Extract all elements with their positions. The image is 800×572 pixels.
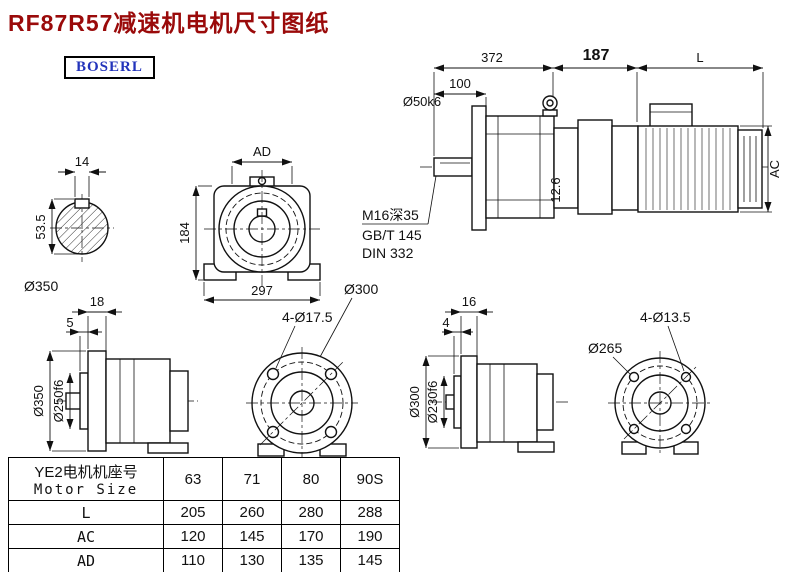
bolt-hole bbox=[266, 367, 280, 381]
bolt-hole bbox=[324, 425, 338, 439]
dim-16-label: 16 bbox=[462, 294, 476, 309]
motor-size-80: 80 bbox=[281, 457, 341, 501]
dia-300-label: Ø300 bbox=[344, 281, 378, 297]
dim-297-label: 297 bbox=[251, 283, 273, 298]
bolt-holes-label: 4-Ø13.5 bbox=[640, 309, 691, 325]
dim-5-label: 5 bbox=[66, 315, 73, 330]
row-label-l: L bbox=[8, 500, 164, 525]
eye-bolt-base bbox=[542, 109, 558, 117]
motor-size-table: YE2电机机座号 Motor Size 63 71 80 90S L 205 2… bbox=[8, 457, 400, 572]
value-l-71: 260 bbox=[222, 500, 282, 525]
right-foot bbox=[673, 441, 699, 455]
flange-view-265: Ø265 4-Ø13.5 bbox=[588, 309, 712, 455]
flange-dia-300-label: Ø300 bbox=[407, 386, 422, 418]
assembly-side-view: 372 187 L 100 Ø50k6 bbox=[362, 47, 782, 261]
bolt-hole bbox=[628, 371, 640, 383]
table-header-cell: YE2电机机座号 Motor Size bbox=[8, 457, 164, 501]
dim-ad-label: AD bbox=[253, 144, 271, 159]
table-row-l: L 205 260 280 288 bbox=[8, 500, 400, 525]
row-label-ad: AD bbox=[8, 548, 164, 572]
value-l-63: 205 bbox=[163, 500, 223, 525]
shaft-section-view: 14 53.5 Ø350 bbox=[24, 154, 114, 294]
shaft-height-label: 53.5 bbox=[33, 214, 48, 239]
dim-100-label: 100 bbox=[449, 76, 471, 91]
left-foot bbox=[621, 441, 647, 455]
value-ad-90s: 145 bbox=[340, 548, 400, 572]
tap-hole-label: M16深35 bbox=[362, 207, 419, 223]
output-flange-side-view: 18 5 Ø350 Ø250f6 bbox=[31, 294, 198, 454]
table-row-ac: AC 120 145 170 190 bbox=[8, 524, 400, 549]
input-flange-side-view: 16 4 Ø300 Ø230f6 bbox=[407, 294, 568, 453]
value-ac-80: 170 bbox=[281, 524, 341, 549]
value-ad-63: 110 bbox=[163, 548, 223, 572]
motor-size-63: 63 bbox=[163, 457, 223, 501]
page-title: RF87R57减速机电机尺寸图纸 bbox=[8, 10, 330, 36]
flange-dia-350-label: Ø350 bbox=[31, 385, 46, 417]
terminal-box bbox=[649, 103, 693, 129]
dim-187-label: 187 bbox=[583, 47, 610, 64]
standard-din-label: DIN 332 bbox=[362, 245, 414, 261]
boserl-logo: BOSERL bbox=[64, 56, 155, 79]
standard-gb-label: GB/T 145 bbox=[362, 227, 422, 243]
spigot-dia-230-label: Ø230f6 bbox=[425, 381, 440, 424]
table-row-ad: AD 110 130 135 145 bbox=[8, 548, 400, 572]
dim-372-label: 372 bbox=[481, 50, 503, 65]
spigot-dia-250-label: Ø250f6 bbox=[51, 380, 66, 423]
value-l-90s: 288 bbox=[340, 500, 400, 525]
value-l-80: 280 bbox=[281, 500, 341, 525]
dim-18-label: 18 bbox=[90, 294, 104, 309]
row-label-ac: AC bbox=[8, 524, 164, 549]
motor-size-90s: 90S bbox=[340, 457, 400, 501]
flange-view-300: Ø300 4-Ø17.5 bbox=[246, 281, 378, 459]
dia-265-label: Ø265 bbox=[588, 340, 622, 356]
bolt-holes-label: 4-Ø17.5 bbox=[282, 309, 333, 325]
value-ad-71: 130 bbox=[222, 548, 282, 572]
keyway-dim-label: 12.6 bbox=[548, 177, 563, 202]
value-ad-80: 135 bbox=[281, 548, 341, 572]
key-width-label: 14 bbox=[75, 154, 89, 169]
value-ac-63: 120 bbox=[163, 524, 223, 549]
keyway-slot bbox=[74, 198, 90, 209]
dim-184-label: 184 bbox=[177, 222, 192, 244]
value-ac-90s: 190 bbox=[340, 524, 400, 549]
bolt-hole bbox=[680, 423, 692, 435]
shaft-section-circle bbox=[55, 201, 109, 255]
dia-350-label: Ø350 bbox=[24, 278, 58, 294]
table-header-row: YE2电机机座号 Motor Size 63 71 80 90S bbox=[8, 457, 400, 501]
value-ac-71: 145 bbox=[222, 524, 282, 549]
motor-size-71: 71 bbox=[222, 457, 282, 501]
table-header-cn: YE2电机机座号 bbox=[34, 463, 138, 481]
dim-l-label: L bbox=[696, 50, 703, 65]
table-header-en: Motor Size bbox=[33, 481, 139, 498]
dim-4-label: 4 bbox=[442, 315, 449, 330]
shaft-diameter-label: Ø50k6 bbox=[403, 94, 441, 109]
dim-ac-label: AC bbox=[767, 160, 782, 178]
gearbox-front-view: AD 184 297 bbox=[177, 144, 321, 304]
